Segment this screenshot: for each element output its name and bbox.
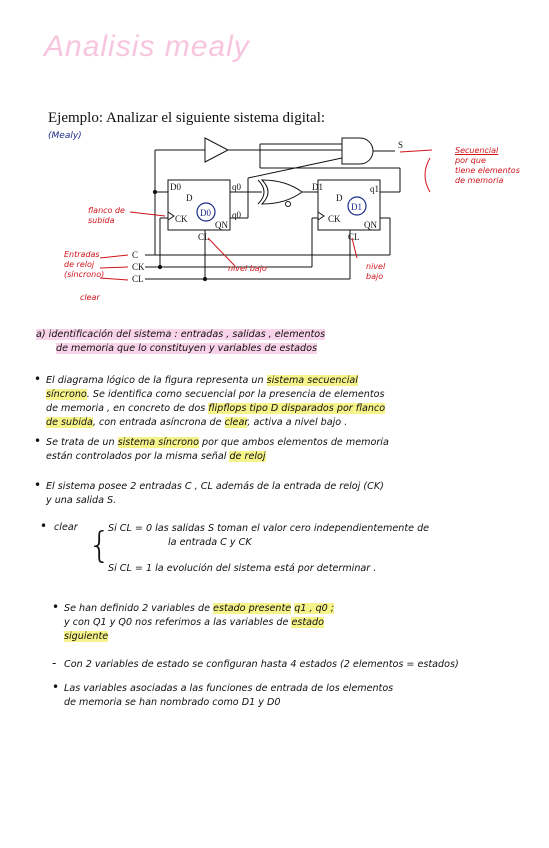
label-ck-ff0: CK <box>175 214 188 224</box>
bullet-clear: • <box>40 519 48 533</box>
note-b1: El diagrama lógico de la figura represen… <box>46 375 386 428</box>
bullet-5: - <box>52 656 57 670</box>
input-c: C <box>132 250 138 260</box>
label-qn-ff1: QN <box>364 220 377 230</box>
annotation-nivel-bajo-ff1: nivel bajo <box>366 262 386 281</box>
label-cl-ff1: CL <box>348 232 360 242</box>
mealy-tag: (Mealy) <box>48 131 82 141</box>
note-b3: El sistema posee 2 entradas C , CL ademá… <box>46 481 384 506</box>
ff0-circle <box>196 202 216 222</box>
annotation-nivel-bajo: nivel bajo <box>228 264 267 273</box>
example-text: Analizar el siguiente sistema digital: <box>105 110 326 126</box>
ff0-name: D0 <box>200 208 211 218</box>
note-a: a) identificación del sistema : entradas… <box>36 329 326 354</box>
circuit-diagram: D0 D1 S D0 D q0 q0 CK CL QN D D1 q1 CK C… <box>99 137 433 284</box>
note-b6: Las variables asociadas a las funciones … <box>64 683 394 708</box>
clear-label: clear <box>54 522 78 533</box>
page-title: Analisis mealy <box>44 30 250 63</box>
note-b4: Se han definido 2 variables de estado pr… <box>64 603 335 642</box>
label-qn-ff0: QN <box>215 220 228 230</box>
bullet-1: • <box>34 372 42 386</box>
label-s: S <box>398 140 403 150</box>
label-d-ff1: D <box>336 193 343 203</box>
ff1-name: D1 <box>351 202 362 212</box>
label-q0bar: q0 <box>232 210 242 220</box>
annotation-entradas: Entradas de reloj (síncrono) <box>64 250 105 279</box>
annotation-flanco: flanco de subida <box>88 206 125 225</box>
and-gate <box>341 137 374 165</box>
annotation-clear: clear <box>80 293 100 302</box>
bullet-3: • <box>34 478 42 492</box>
xor-gate <box>260 179 303 205</box>
bullet-2: • <box>34 434 42 448</box>
input-ck: CK <box>132 262 145 272</box>
label-d1: D1 <box>312 182 323 192</box>
label-q0: q0 <box>232 182 242 192</box>
note-b5: Con 2 variables de estado se configuran … <box>64 659 459 670</box>
label-q1: q1 <box>370 184 379 194</box>
label-d-ff0: D <box>186 193 193 203</box>
example-heading: Ejemplo: Analizar el siguiente sistema d… <box>48 110 325 127</box>
buffer-gate <box>204 137 230 163</box>
clear-brace: { <box>88 525 111 566</box>
note-clear: Si CL = 0 las salidas S toman el valor c… <box>108 523 430 574</box>
flipflop-1 <box>317 179 381 231</box>
flipflop-0 <box>167 179 231 231</box>
bullet-4: • <box>52 600 60 614</box>
note-b2: Se trata de un sistema síncrono por que … <box>46 437 389 462</box>
ff1-circle <box>347 196 367 216</box>
label-d0: D0 <box>170 182 181 192</box>
label-cl-ff0: CL <box>198 232 210 242</box>
input-cl: CL <box>132 274 144 284</box>
example-label: Ejemplo: <box>48 110 103 126</box>
annotation-secuencial: Secuencial por que tiene elementos de me… <box>455 146 520 185</box>
bullet-6: • <box>52 680 60 694</box>
label-ck-ff1: CK <box>328 214 341 224</box>
